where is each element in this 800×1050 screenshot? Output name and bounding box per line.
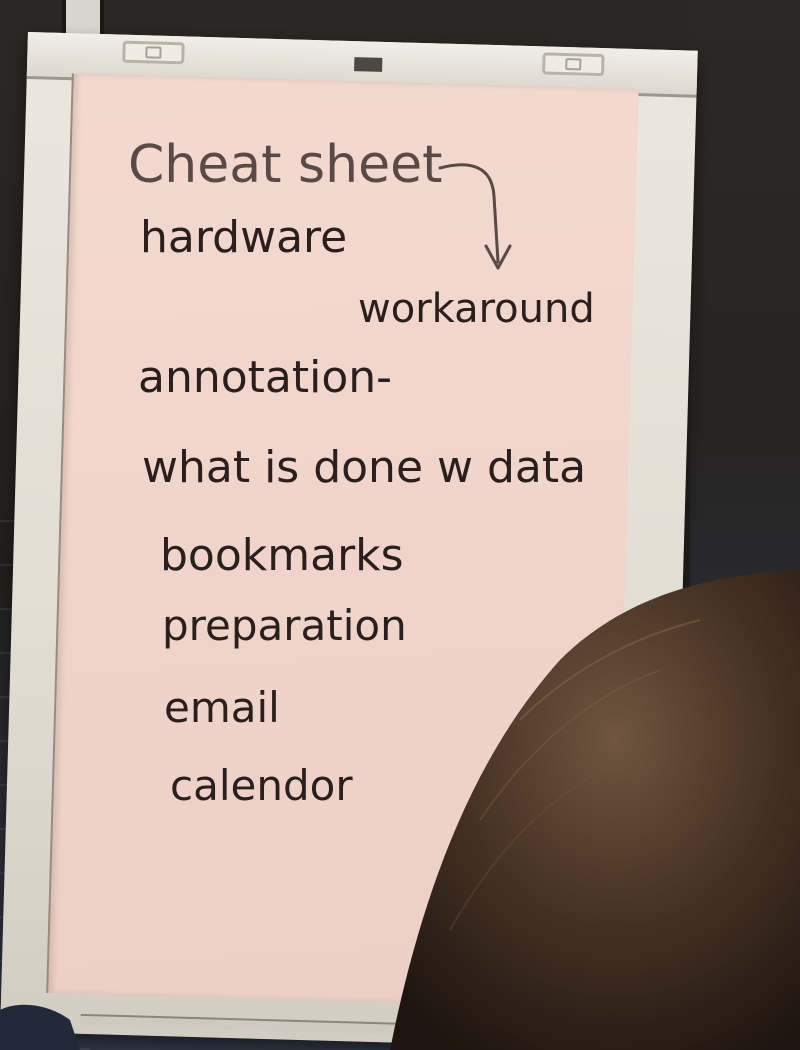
hair-shape [390,570,800,1050]
heading-cheat-sheet: Cheat sheet [128,135,442,195]
item-annotation: annotation- [138,352,392,403]
arrow-curve [438,163,500,264]
item-email: email [164,683,280,732]
item-what-is-done-with-data: what is done w data [142,442,586,493]
item-calendor: calendor [170,761,353,810]
item-hardware: hardware [140,212,347,263]
item-workaround: workaround [358,286,595,332]
item-preparation: preparation [162,601,407,650]
foreground-shoulder [0,1004,80,1050]
item-bookmarks: bookmarks [160,530,404,581]
arrow-head [484,244,512,270]
